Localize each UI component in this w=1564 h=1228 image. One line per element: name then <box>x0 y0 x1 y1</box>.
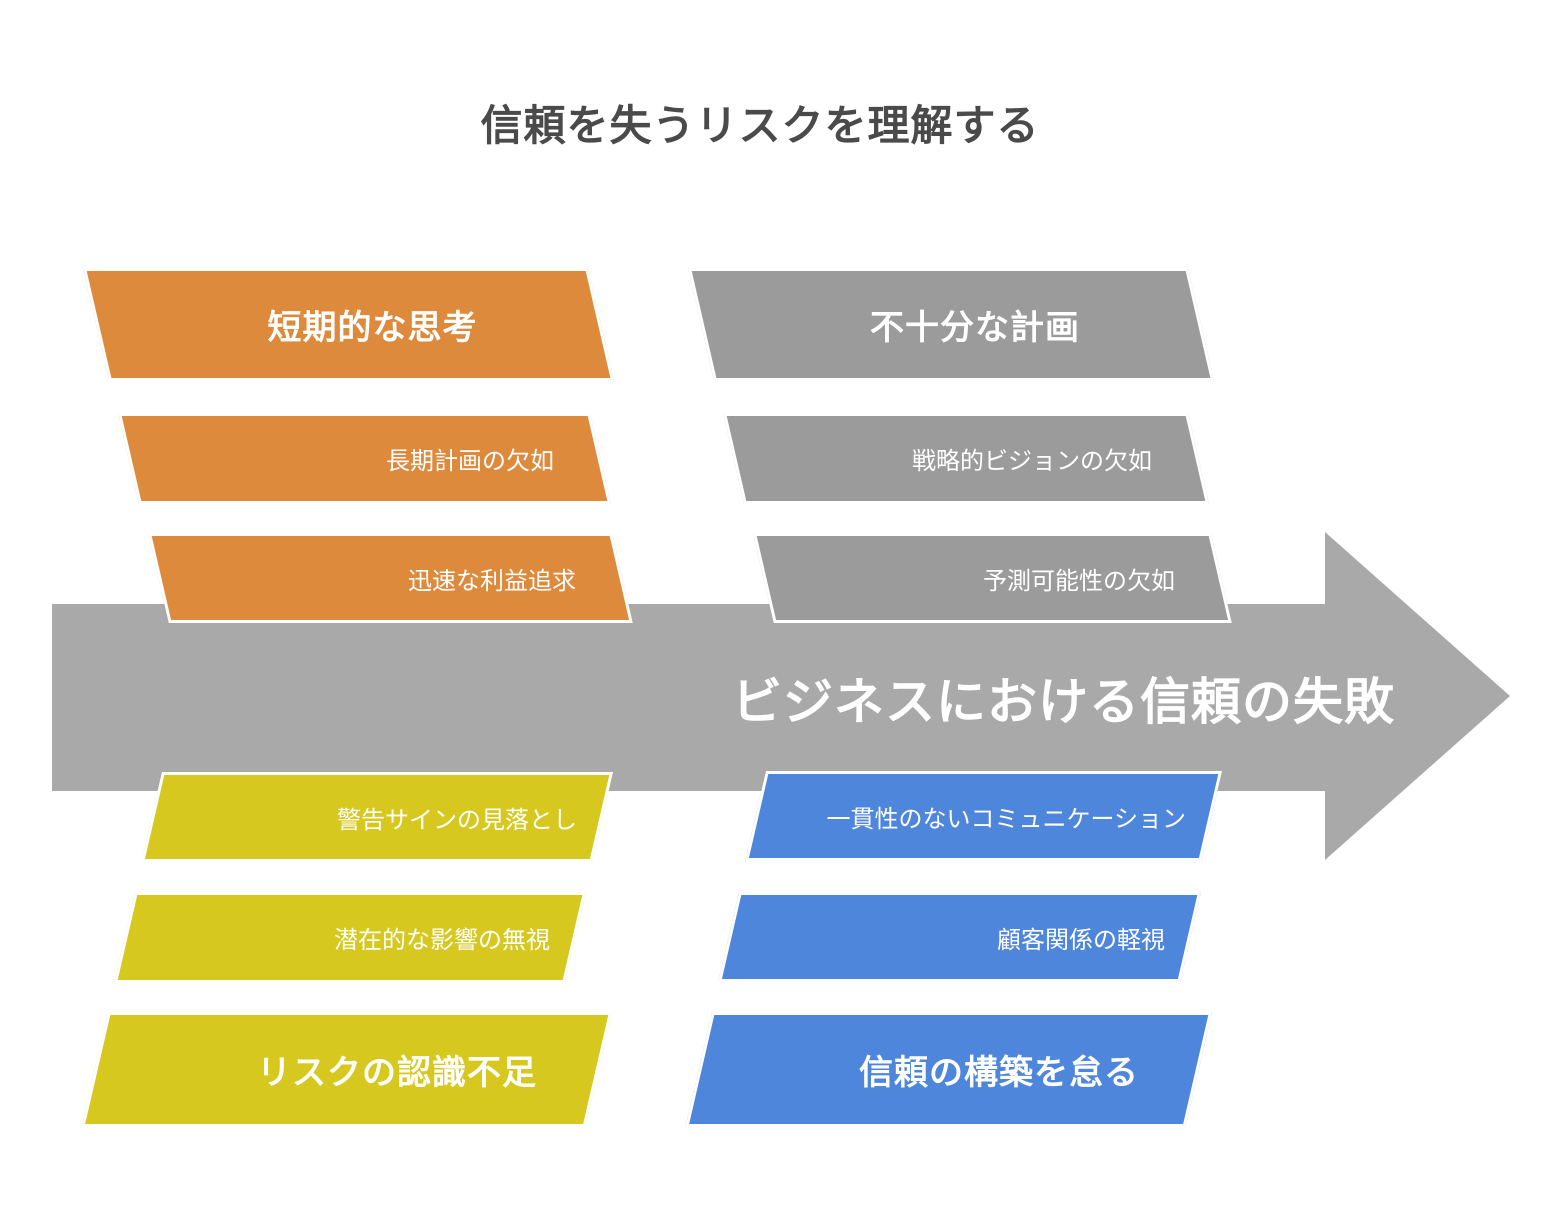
cause-label-top-right-header: 不十分な計画 <box>870 309 1080 347</box>
main-arrow-label: ビジネスにおける信頼の失敗 <box>732 673 1395 730</box>
cause-label-bottom-right-header: 信頼の構築を怠る <box>859 1054 1139 1092</box>
cause-label-bottom-left-item-2: 潜在的な影響の無視 <box>334 927 550 954</box>
cause-label-bottom-left-item-1: 警告サインの見落とし <box>337 806 577 834</box>
cause-label-top-right-item-2: 予測可能性の欠如 <box>983 567 1175 595</box>
cause-label-top-left-item-1: 長期計画の欠如 <box>386 448 554 475</box>
cause-label-bottom-right-item-2: 顧客関係の軽視 <box>997 926 1165 954</box>
cause-label-top-left-item-2: 迅速な利益追求 <box>408 567 576 595</box>
cause-label-bottom-right-item-1: 一貫性のないコミュニケーション <box>826 805 1186 833</box>
cause-label-bottom-left-header: リスクの認識不足 <box>257 1054 537 1092</box>
cause-label-top-left-header: 短期的な思考 <box>267 309 478 347</box>
diagram-title: 信頼を失うリスクを理解する <box>480 102 1040 149</box>
cause-label-top-right-item-1: 戦略的ビジョンの欠如 <box>912 448 1152 475</box>
